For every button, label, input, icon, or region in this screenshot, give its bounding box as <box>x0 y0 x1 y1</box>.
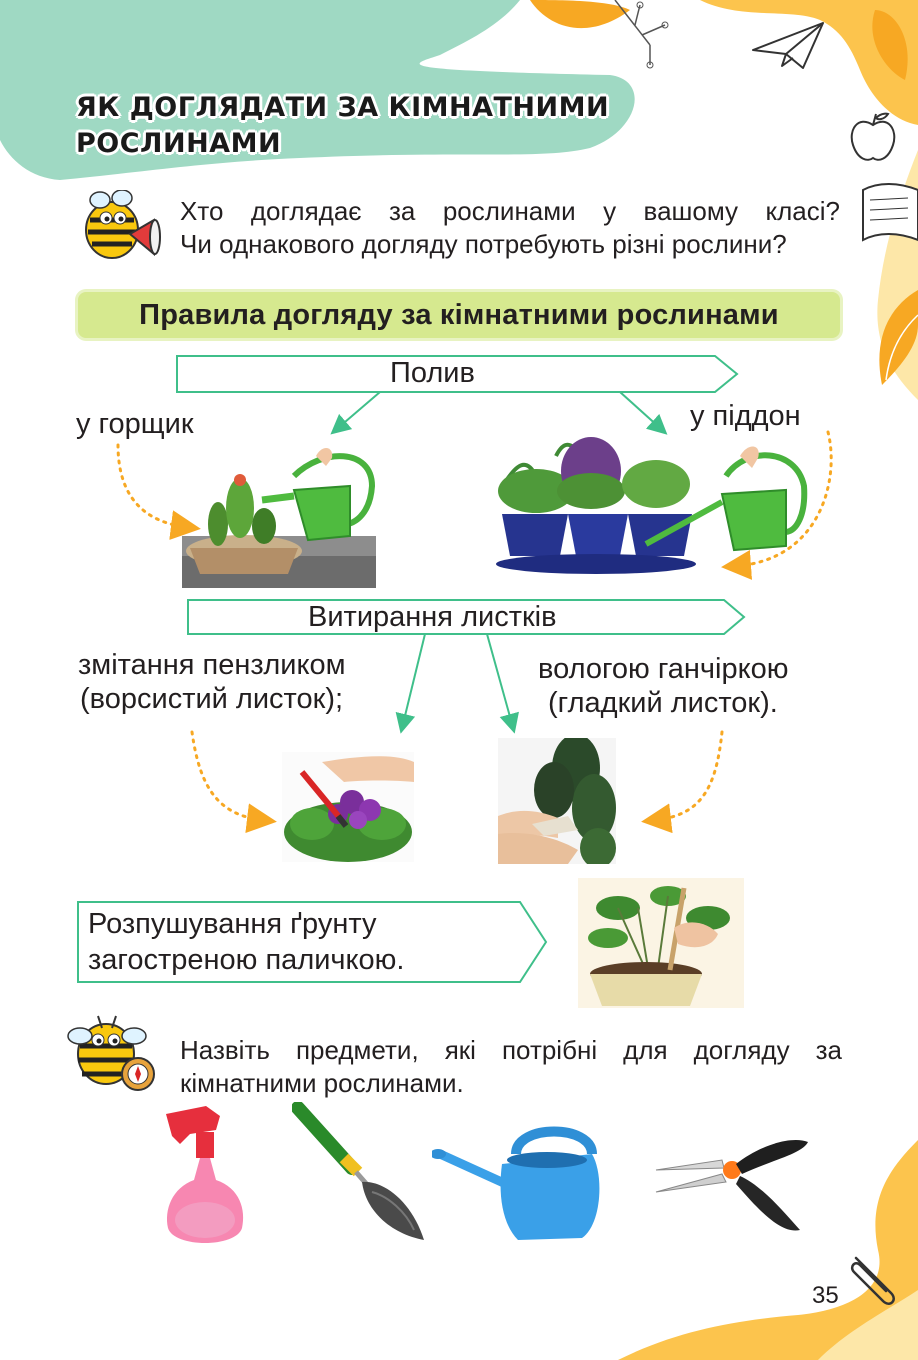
cloth-label-line2: (гладкий листок). <box>548 687 778 719</box>
leaf-icon <box>530 0 630 29</box>
bottom-right-blob <box>618 1140 918 1360</box>
cloth-leaves-photo <box>498 738 616 864</box>
pruning-shears-icon <box>655 1140 808 1231</box>
brush-label-line2: (ворсистий листок); <box>80 683 344 715</box>
watering-arrow-box <box>176 355 739 393</box>
watering-branch-arrows <box>116 391 833 580</box>
loosening-line1: Розпушування ґрунту <box>88 908 377 940</box>
wiping-label: Витирання листків <box>308 601 557 633</box>
spray-bottle-icon <box>166 1106 244 1243</box>
task-line2: кімнатними рослинами. <box>180 1068 464 1098</box>
header-mint-blob <box>0 0 635 180</box>
to-tray-label: у піддон <box>690 400 801 432</box>
page-number: 35 <box>812 1282 839 1309</box>
brush-violet-photo <box>282 752 414 862</box>
watering-can-icon <box>432 1126 600 1240</box>
bee-compass-icon <box>67 1015 155 1091</box>
wiping-arrow-box <box>187 599 746 635</box>
question-line1: Хто доглядає за рослинами у вашому класі… <box>180 196 840 226</box>
bee-megaphone-icon <box>85 190 161 259</box>
paper-plane-icon <box>752 22 824 69</box>
trowel-icon <box>292 1102 424 1240</box>
tray-watering-photo <box>496 437 808 574</box>
corner-orange-blob <box>700 0 918 125</box>
leaf-icon <box>872 10 908 80</box>
loosening-soil-photo <box>578 878 744 1008</box>
rules-banner: Правила догляду за кімнатними рослинами <box>78 292 840 338</box>
cloth-label-line1: вологою ганчіркою <box>538 653 789 685</box>
pot-watering-photo <box>182 447 376 588</box>
page-title-line1: ЯК ДОГЛЯДАТИ ЗА КІМНАТНИМИ <box>76 92 610 123</box>
page-title-line2: РОСЛИНАМИ <box>76 128 282 159</box>
to-pot-label: у горщик <box>76 408 194 440</box>
watering-label: Полив <box>390 357 475 389</box>
loosening-arrow-box <box>77 901 548 983</box>
loosening-line2: загостреною паличкою. <box>88 944 405 976</box>
wiping-branch-arrows <box>190 633 724 834</box>
question-line2: Чи однакового догляду потребують різні р… <box>180 229 787 259</box>
paperclip-icon <box>850 1256 895 1305</box>
task-line1: Назвіть предмети, які потрібні для догля… <box>180 1035 842 1065</box>
book-icon <box>862 183 918 242</box>
leaf-icon <box>879 290 918 385</box>
brush-label-line1: змітання пензликом <box>78 649 346 681</box>
rules-banner-text: Правила догляду за кімнатними рослинами <box>139 298 779 331</box>
branch-icon <box>614 0 669 69</box>
apple-icon <box>850 112 896 161</box>
